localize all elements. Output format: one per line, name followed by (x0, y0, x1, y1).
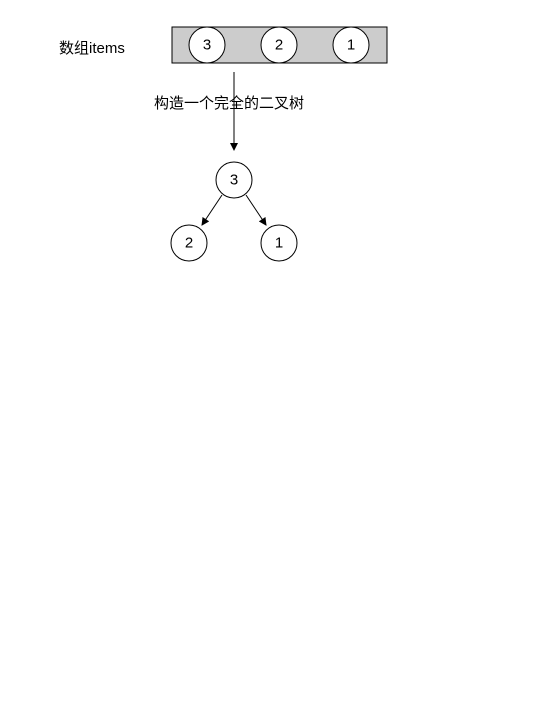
array-label: 数组items (59, 40, 125, 57)
tree-node-root: 3 (215, 161, 253, 199)
tree-node-circle (260, 224, 298, 262)
tree-node-value: 1 (275, 235, 283, 252)
array-item: 1 (332, 26, 370, 64)
tree-node-value: 2 (185, 235, 193, 252)
tree-node-value: 3 (230, 172, 238, 189)
array-item-value: 1 (347, 37, 355, 54)
array-item-value: 2 (275, 37, 283, 54)
array-item: 2 (260, 26, 298, 64)
tree-node-left: 2 (170, 224, 208, 262)
tree-node-circle (215, 161, 253, 199)
tree-edge-right (245, 194, 267, 226)
tree-node-circle (170, 224, 208, 262)
array-item-circle (332, 26, 370, 64)
array-item-value: 3 (203, 37, 211, 54)
array-item-circle (260, 26, 298, 64)
array-item: 3 (188, 26, 226, 64)
tree-edge-left (201, 194, 223, 226)
edge-caption: 构造一个完全的二叉树 (154, 95, 305, 112)
array-item-circle (188, 26, 226, 64)
tree-node-right: 1 (260, 224, 298, 262)
